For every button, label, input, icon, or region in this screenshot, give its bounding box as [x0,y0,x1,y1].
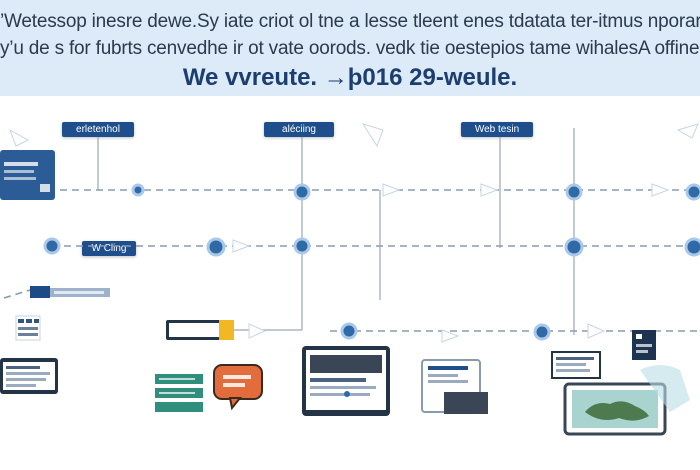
document-icon [551,351,601,379]
node [131,183,145,197]
tablet-icon [421,359,488,414]
node [293,237,311,255]
chip-right: Web tesin [461,122,533,137]
document-icon [632,330,656,360]
map-icon [563,365,690,436]
header-subtitle: We vvreute. →þ016 29-weule. [182,64,518,91]
node [43,237,61,255]
laptop-icon [302,346,390,416]
card-icon [0,150,55,200]
server-icon [166,320,234,340]
vertical-connectors [97,128,575,335]
chip-left: erletenhol [62,122,134,137]
node [293,183,311,201]
header-text-line-1: ’Wetessop inesre dewe.Sy iate criot ol t… [0,11,700,32]
chip-center: aléciing [264,122,334,137]
flow-nodes [43,183,700,341]
node [564,237,584,257]
chip-mid: W Cling [82,241,136,256]
node [685,183,700,201]
document-icon [15,315,41,341]
header-banner: ’Wetessop inesre dewe.Sy iate criot ol t… [0,0,700,96]
node [684,237,700,257]
server-icon [155,374,203,412]
server-icon [30,286,110,298]
node [206,237,226,257]
monitor-icon [0,358,58,394]
flow-lines [3,189,700,332]
flow-arrows [9,123,699,343]
flow-diagram [0,123,700,436]
chat-bubble-icon [213,364,263,411]
node [565,183,583,201]
node [533,323,551,341]
header-text-line-2: y’u de s for fubrts cenvedhe ir ot vate … [0,38,700,59]
node [340,322,358,340]
